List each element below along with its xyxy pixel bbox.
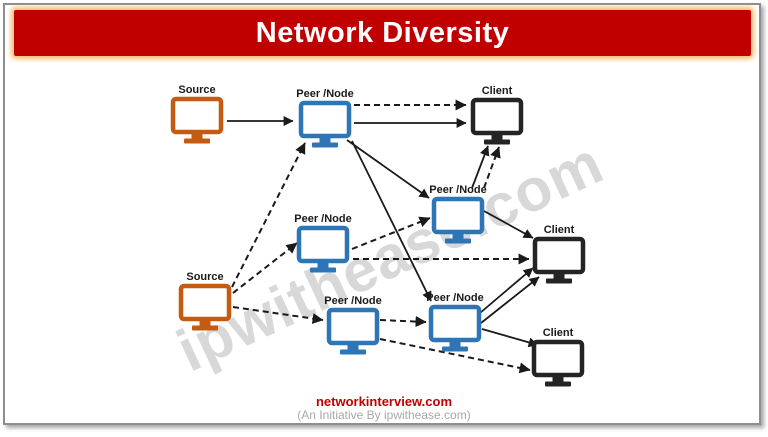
edge-source-2-to-peer-1-dashed <box>231 142 306 288</box>
monitor-base-icon <box>442 346 468 352</box>
node-client-1: Client <box>470 85 524 145</box>
monitor-stand-icon <box>491 133 503 140</box>
monitor-screen-icon <box>531 339 585 378</box>
edge-peer-2-to-client-2-solid <box>483 210 534 239</box>
edge-peer-5-to-client-2-solid <box>479 267 534 314</box>
monitor-stand-icon <box>449 340 461 347</box>
edge-peer-1-to-peer-2-solid <box>346 139 430 199</box>
monitor-screen-icon <box>326 307 380 346</box>
monitor-screen-icon <box>298 100 352 139</box>
node-label: Peer /Node <box>294 213 351 225</box>
monitor-base-icon <box>484 139 510 145</box>
monitor-base-icon <box>545 381 571 387</box>
edge-source-2-to-peer-3-dashed <box>232 242 298 294</box>
node-peer-2: Peer /Node <box>429 184 487 244</box>
node-peer-1: Peer /Node <box>296 88 354 148</box>
node-peer-3: Peer /Node <box>294 213 352 273</box>
edge-peer-4-to-peer-5-dashed <box>379 316 427 328</box>
monitor-base-icon <box>312 142 338 148</box>
edge-peer-5-to-client-3-solid <box>481 328 539 348</box>
footer-initiative-text: (An Initiative By ipwithease.com) <box>297 408 471 422</box>
edge-peer-2-to-client-1-solid <box>471 145 490 189</box>
monitor-screen-icon <box>431 196 485 235</box>
node-peer-5: Peer /Node <box>426 292 484 352</box>
page-title: Network Diversity <box>255 16 510 49</box>
footer-site-link[interactable]: networkinterview.com <box>315 394 453 409</box>
monitor-screen-icon <box>470 97 524 136</box>
node-label: Source <box>186 271 223 283</box>
monitor-base-icon <box>184 138 210 144</box>
monitor-base-icon <box>546 278 572 284</box>
node-label: Source <box>178 84 215 96</box>
node-source-2: Source <box>178 271 232 331</box>
monitor-screen-icon <box>296 225 350 264</box>
monitor-screen-icon <box>170 96 224 135</box>
title-banner: Network Diversity <box>14 10 751 56</box>
edge-peer-5-to-client-2-solid <box>480 276 540 324</box>
monitor-stand-icon <box>552 375 564 382</box>
monitor-base-icon <box>445 238 471 244</box>
monitor-base-icon <box>310 267 336 273</box>
node-client-3: Client <box>531 327 585 387</box>
monitor-stand-icon <box>191 132 203 139</box>
edge-peer-3-to-peer-2-dashed <box>351 216 431 250</box>
node-label: Peer /Node <box>426 292 483 304</box>
monitor-screen-icon <box>178 283 232 322</box>
edge-peer-1-to-peer-5-solid <box>351 140 432 302</box>
node-label: Peer /Node <box>296 88 353 100</box>
monitor-stand-icon <box>553 272 565 279</box>
edge-source-2-to-peer-4-dashed <box>232 306 324 324</box>
edge-peer-2-to-client-1-dashed <box>483 146 501 189</box>
node-label: Client <box>544 224 575 236</box>
monitor-base-icon <box>192 325 218 331</box>
monitor-stand-icon <box>319 136 331 143</box>
monitor-stand-icon <box>452 232 464 239</box>
node-peer-4: Peer /Node <box>324 295 382 355</box>
monitor-stand-icon <box>317 261 329 268</box>
edge-peer-4-to-client-3-dashed <box>379 338 531 374</box>
monitor-screen-icon <box>532 236 586 275</box>
edges-layer <box>227 99 540 374</box>
image-frame <box>3 3 761 425</box>
node-label: Client <box>543 327 574 339</box>
node-label: Client <box>482 85 513 97</box>
monitor-stand-icon <box>347 343 359 350</box>
monitor-base-icon <box>340 349 366 355</box>
monitor-stand-icon <box>199 319 211 326</box>
monitor-screen-icon <box>428 304 482 343</box>
node-label: Peer /Node <box>429 184 486 196</box>
node-label: Peer /Node <box>324 295 381 307</box>
node-source-1: Source <box>170 84 224 144</box>
node-client-2: Client <box>532 224 586 284</box>
